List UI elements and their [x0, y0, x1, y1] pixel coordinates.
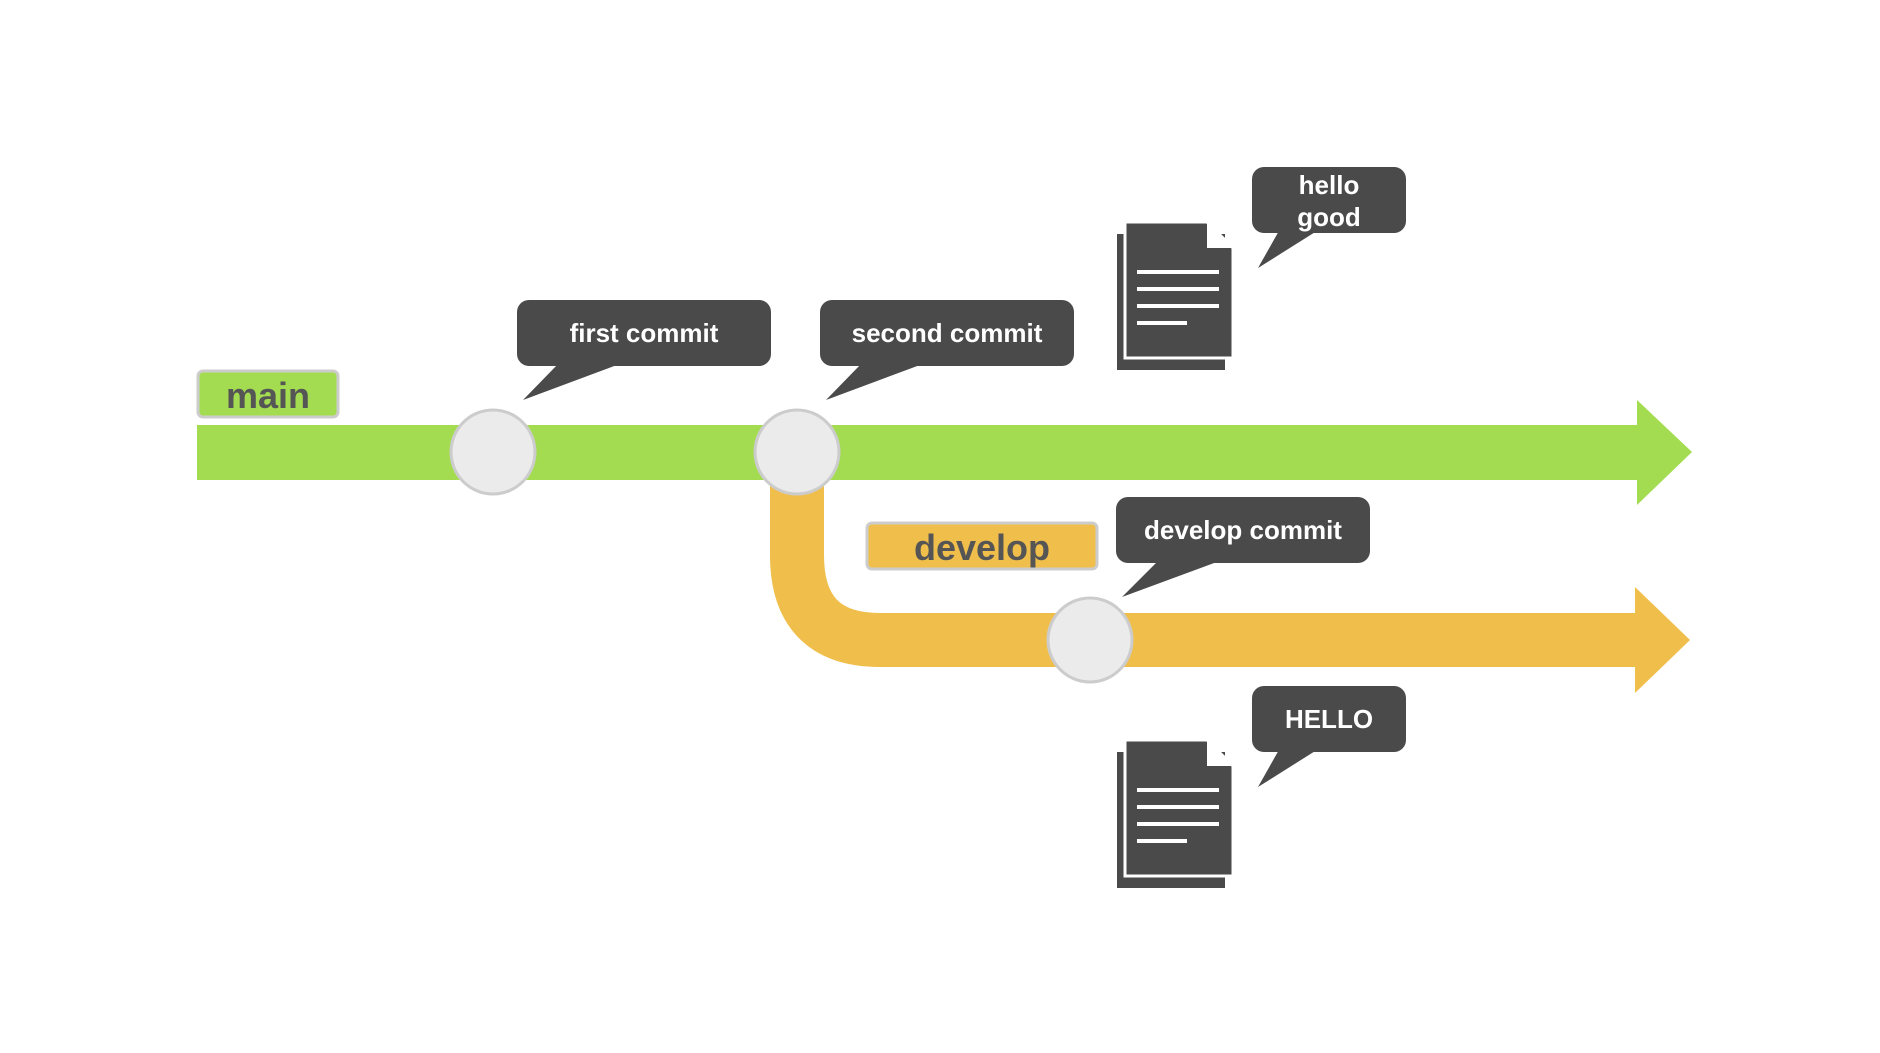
main-branch-label: main — [196, 369, 340, 419]
develop-branch-label-text: develop — [914, 527, 1050, 568]
commit-message-second: second commit — [852, 318, 1043, 348]
document-icon — [1117, 220, 1235, 370]
develop-branch — [770, 455, 1690, 693]
develop-branch-arrowhead — [1635, 587, 1690, 693]
develop-branch-label: develop — [865, 521, 1099, 571]
main-branch-line — [197, 425, 1647, 480]
document-icon — [1117, 738, 1235, 888]
main-branch-label-text: main — [226, 375, 310, 416]
commit-message-first: first commit — [570, 318, 719, 348]
file-content-bubble-develop: HELLO — [1252, 686, 1406, 787]
commit-message-develop: develop commit — [1144, 515, 1342, 545]
file-content-bubble-main: hello good — [1252, 167, 1406, 268]
commit-node-develop — [1046, 596, 1134, 684]
main-branch — [197, 400, 1692, 505]
file-content-main-line1: hello — [1299, 170, 1360, 200]
file-content-main-line2: good — [1297, 202, 1361, 232]
main-branch-arrowhead — [1637, 400, 1692, 505]
commit-node-first — [449, 408, 537, 496]
commit-bubble-second: second commit — [820, 300, 1074, 400]
commit-bubble-first: first commit — [517, 300, 771, 400]
commit-node-second — [753, 408, 841, 496]
file-content-develop: HELLO — [1285, 704, 1373, 734]
develop-branch-line — [770, 455, 1650, 667]
commit-bubble-develop: develop commit — [1116, 497, 1370, 597]
